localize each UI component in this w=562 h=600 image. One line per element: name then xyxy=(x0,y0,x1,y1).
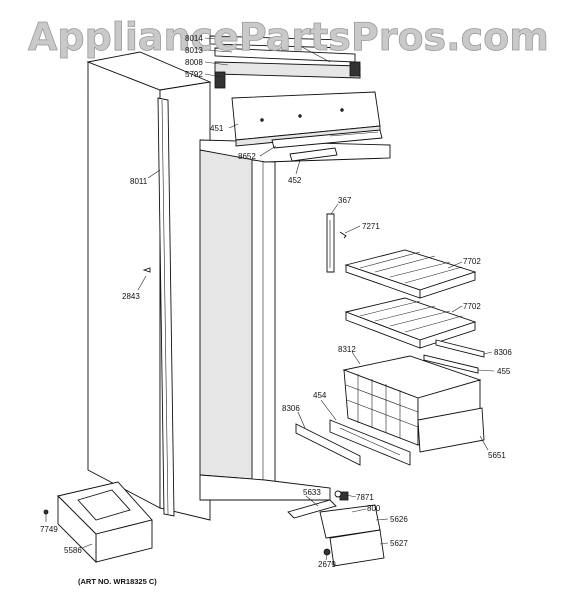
wire-shelf-upper xyxy=(344,249,477,299)
clip-7271 xyxy=(339,231,347,239)
part-label-8306-right: 8306 xyxy=(494,348,512,357)
slide-rail-left xyxy=(295,419,411,466)
door-strip-part xyxy=(157,97,175,517)
part-label-2679: 2679 xyxy=(318,560,336,569)
part-label-5633: 5633 xyxy=(303,488,321,497)
part-label-451: 451 xyxy=(210,124,224,133)
screw-2843 xyxy=(142,267,151,273)
part-label-800: 800 xyxy=(367,504,381,513)
watermark: AppliancePartsPros.com xyxy=(28,15,549,59)
light-housing-assembly xyxy=(287,490,385,567)
part-label-8306-left: 8306 xyxy=(282,404,300,413)
part-label-7702-lower: 7702 xyxy=(463,302,481,311)
part-label-8011: 8011 xyxy=(130,177,148,186)
part-label-5626: 5626 xyxy=(390,515,408,524)
slide-rail-right xyxy=(423,339,485,374)
part-label-5586: 5586 xyxy=(64,546,82,555)
part-label-2843: 2843 xyxy=(122,292,140,301)
part-label-8312: 8312 xyxy=(338,345,356,354)
bracket-452 xyxy=(289,147,338,162)
part-label-7871: 7871 xyxy=(356,493,374,502)
part-label-455: 455 xyxy=(497,367,511,376)
top-trim-assembly xyxy=(209,35,361,89)
part-label-5792: 5792 xyxy=(185,70,203,79)
part-label-5651: 5651 xyxy=(488,451,506,460)
part-label-8013: 8013 xyxy=(185,46,203,55)
part-label-5627: 5627 xyxy=(390,539,408,548)
shelf-support-367 xyxy=(326,213,335,273)
part-label-8014: 8014 xyxy=(185,34,203,43)
part-label-452: 452 xyxy=(288,176,302,185)
art-number-caption: (ART NO. WR18325 C) xyxy=(78,577,157,586)
part-label-367: 367 xyxy=(338,196,352,205)
wire-shelf-lower xyxy=(344,297,477,349)
part-label-8008: 8008 xyxy=(185,58,203,67)
leader-lines xyxy=(45,37,495,561)
part-label-7271: 7271 xyxy=(362,222,380,231)
box-5586 xyxy=(43,481,153,564)
part-labels: 8014 8013 8008 5792 451 8652 452 8011 36… xyxy=(40,34,512,569)
part-label-454: 454 xyxy=(313,391,327,400)
part-label-8652: 8652 xyxy=(238,152,256,161)
part-label-7749: 7749 xyxy=(40,525,58,534)
cabinet xyxy=(86,51,391,521)
part-label-7702-upper: 7702 xyxy=(463,257,481,266)
rail-8652 xyxy=(271,129,383,149)
wire-basket xyxy=(342,355,485,453)
